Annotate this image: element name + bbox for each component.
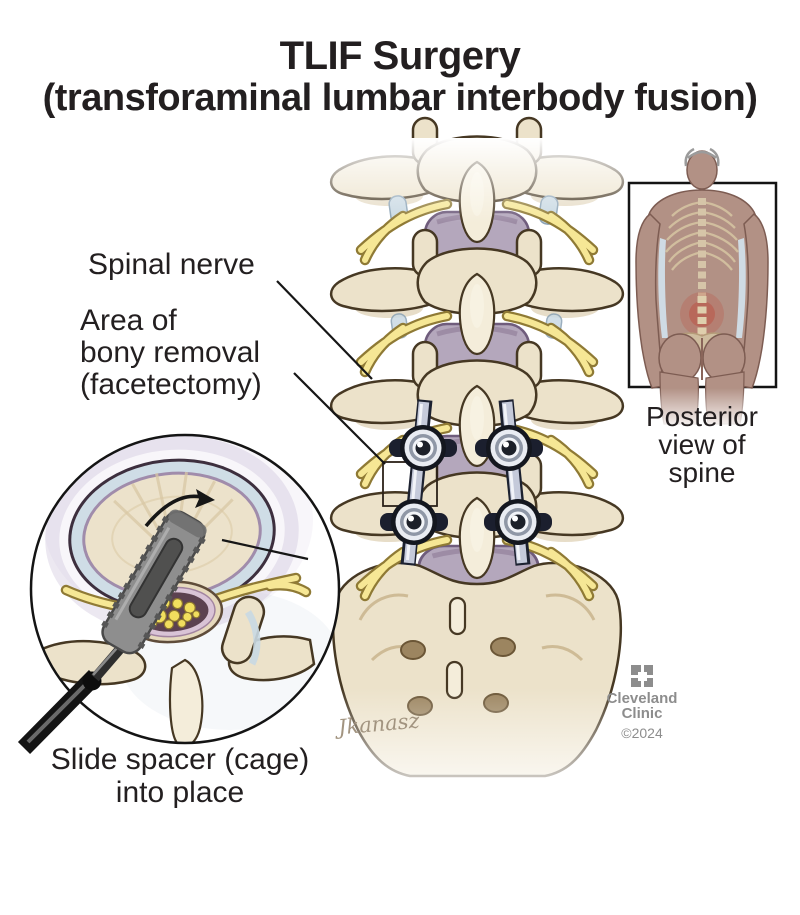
leader-line-facetectomy <box>293 372 386 465</box>
label-bony-removal: Area of bony removal (facetectomy) <box>80 305 262 401</box>
inset-pointer-line <box>221 538 309 561</box>
insertion-arrow-icon <box>144 489 215 528</box>
caption-posterior-view-line-1: Posterior <box>645 401 759 432</box>
caption-posterior-view-line-3: spine <box>668 457 736 488</box>
inset-circle-border <box>29 433 341 745</box>
cleveland-clinic-logo-icon <box>631 665 653 687</box>
spine-posterior-illustration <box>318 116 648 813</box>
caption-posterior-view-line-2: view of <box>658 429 746 460</box>
caption-slide-spacer-line-2: into place <box>115 776 245 809</box>
caption-slide-spacer-line-1: Slide spacer (cage) <box>50 743 310 776</box>
cage-inserter-tool <box>17 509 207 754</box>
posterior-body-figure <box>630 147 776 430</box>
caption-posterior-view: Posterior view of spine <box>627 403 777 487</box>
leader-line-spinal-nerve <box>276 280 373 380</box>
cage-insertion-inset <box>17 433 341 754</box>
axial-posterior-elements <box>38 595 316 743</box>
branding-block: Cleveland Clinic ©2024 <box>592 665 692 741</box>
brand-name-line-1: Cleveland <box>606 690 678 707</box>
label-bony-removal-line-1: Area of <box>80 304 177 337</box>
brand-name-line-2: Clinic <box>621 705 663 722</box>
caption-slide-spacer: Slide spacer (cage) into place <box>15 743 345 809</box>
label-bony-removal-line-3: (facetectomy) <box>80 368 262 401</box>
label-spinal-nerve: Spinal nerve <box>88 248 255 281</box>
page-title: TLIF Surgery (transforaminal lumbar inte… <box>0 34 800 120</box>
title-line-1: TLIF Surgery <box>279 34 521 78</box>
label-bony-removal-line-2: bony removal <box>80 336 261 369</box>
title-line-2: (transforaminal lumbar interbody fusion) <box>42 77 758 119</box>
copyright-text: ©2024 <box>621 725 663 741</box>
brand-name: Cleveland Clinic <box>607 691 678 721</box>
posterior-body-inset <box>627 147 778 430</box>
